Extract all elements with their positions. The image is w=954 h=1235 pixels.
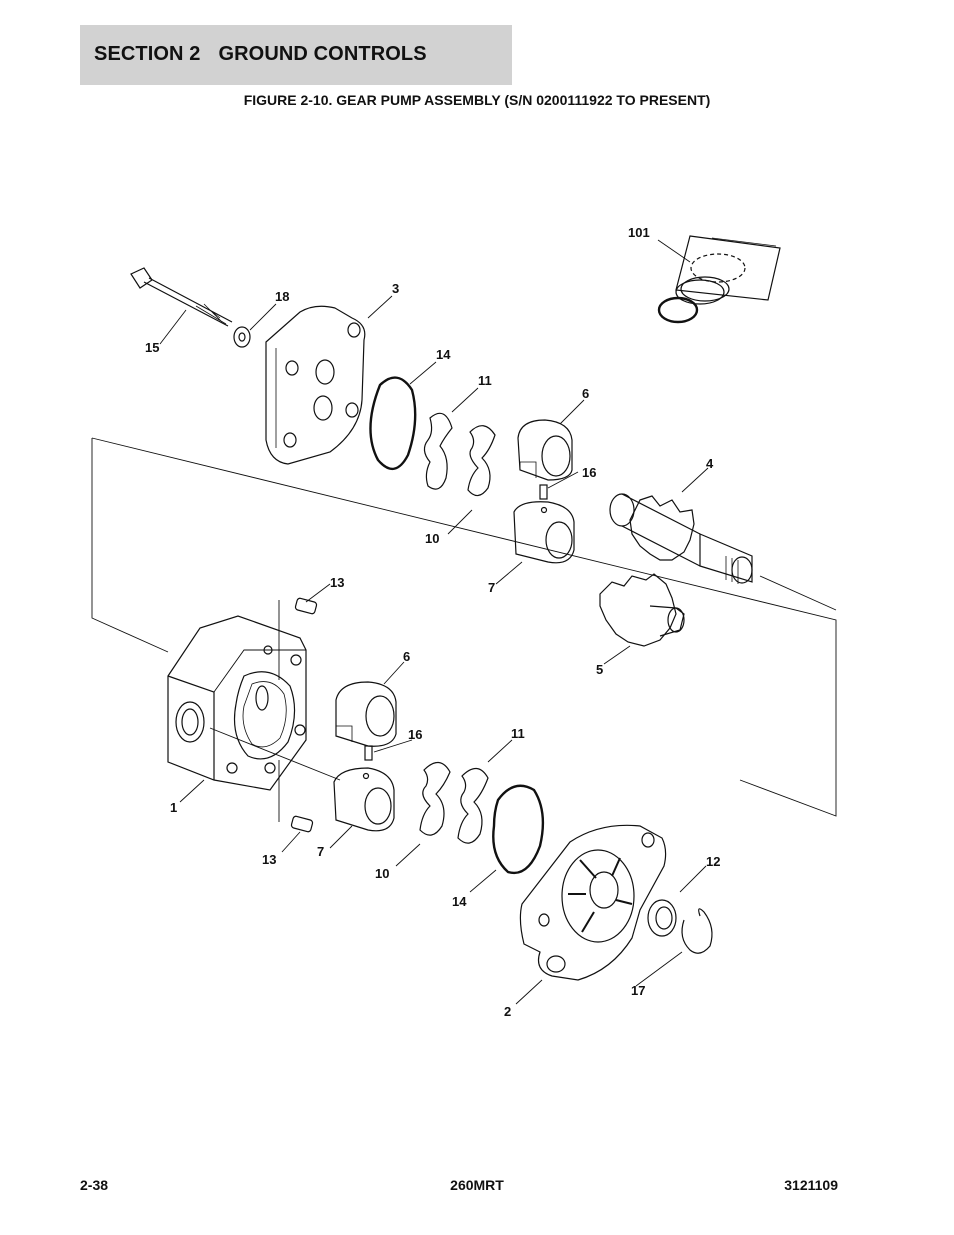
backup-ring <box>423 412 453 490</box>
callout-16: 16 <box>408 727 422 742</box>
callout-6: 6 <box>582 386 589 401</box>
driven-gear <box>599 573 685 647</box>
figure-title: FIGURE 2-10. GEAR PUMP ASSEMBLY (S/N 020… <box>243 92 711 108</box>
callout-7: 7 <box>317 844 324 859</box>
callout-17: 17 <box>631 983 645 998</box>
o-ring <box>492 784 545 875</box>
bushing <box>517 419 573 481</box>
seal-kit-bag <box>657 235 781 324</box>
pin <box>290 815 314 833</box>
retaining-ring <box>681 908 713 954</box>
callout-10: 10 <box>425 531 439 546</box>
callout-101: 101 <box>628 225 650 240</box>
callout-2: 2 <box>504 1004 511 1019</box>
bushing <box>513 501 575 564</box>
front-cover <box>519 824 667 981</box>
callout-11: 11 <box>511 726 525 741</box>
callout-1: 1 <box>170 800 177 815</box>
callout-13: 13 <box>262 852 276 867</box>
backup-ring <box>457 767 489 844</box>
o-ring <box>369 376 417 470</box>
callout-16: 16 <box>582 465 596 480</box>
callout-6: 6 <box>403 649 410 664</box>
callout-14: 14 <box>436 347 451 362</box>
bushing <box>333 767 395 832</box>
callout-5: 5 <box>596 662 603 677</box>
callout-14: 14 <box>452 894 467 909</box>
callout-4: 4 <box>706 456 714 471</box>
callout-15: 15 <box>145 340 159 355</box>
page-number: 2-38 <box>80 1177 109 1193</box>
callout-13: 13 <box>330 575 344 590</box>
section-title: GROUND CONTROLS <box>218 43 427 65</box>
drive-gear <box>609 493 753 584</box>
callout-12: 12 <box>706 854 720 869</box>
dowel-pin <box>539 484 548 500</box>
callout-3: 3 <box>392 281 399 296</box>
callout-labels: 101 18 3 15 14 11 6 16 4 10 7 13 5 6 16 … <box>145 225 720 1019</box>
dowel-pin <box>364 745 373 761</box>
bushing <box>335 681 397 747</box>
shaft-seal <box>647 899 677 937</box>
pump-housing <box>167 615 307 791</box>
section-header: SECTION 2 GROUND CONTROLS <box>80 25 512 85</box>
section-number: SECTION 2 <box>94 43 201 65</box>
bolt <box>130 267 233 327</box>
washer <box>233 326 251 348</box>
model-name: 260MRT <box>450 1177 504 1193</box>
callout-7: 7 <box>488 580 495 595</box>
document-number: 3121109 <box>784 1177 838 1193</box>
rear-cover <box>265 305 366 465</box>
seal <box>467 425 496 497</box>
callout-11: 11 <box>478 373 492 388</box>
callout-10: 10 <box>375 866 389 881</box>
seal <box>419 761 451 836</box>
callout-18: 18 <box>275 289 289 304</box>
pin <box>294 597 318 615</box>
